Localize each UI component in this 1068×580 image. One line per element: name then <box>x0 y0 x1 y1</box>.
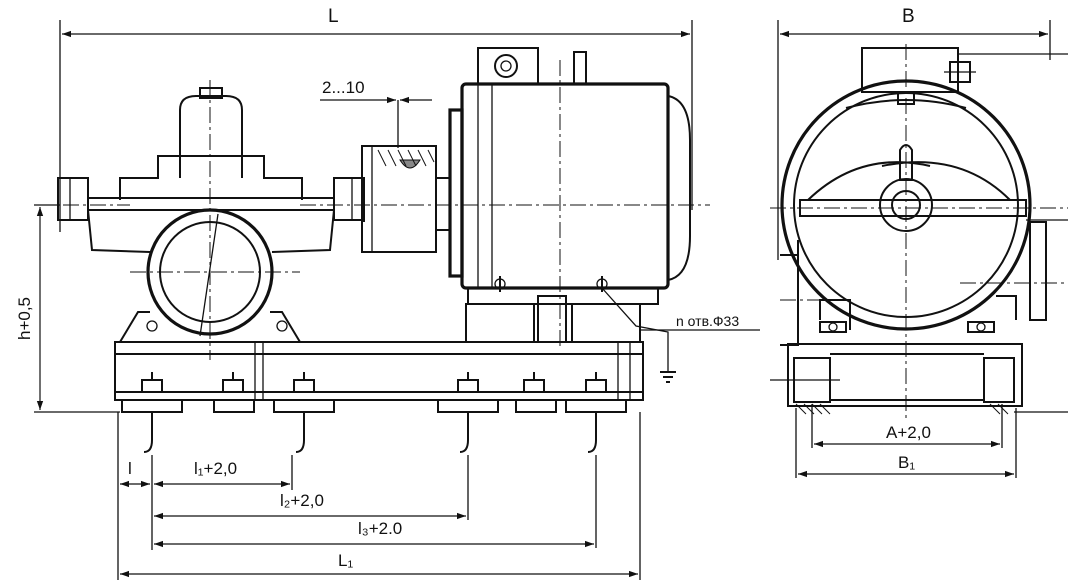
label-l: l <box>128 459 132 478</box>
label-holes: n отв.Ф33 <box>676 313 739 329</box>
side-dimensions: A+2,0 B₁ <box>795 404 1017 478</box>
label-l3: l₃+2.0 <box>358 519 402 538</box>
bolt-nuts <box>141 372 607 393</box>
label-gap: 2...10 <box>322 78 365 97</box>
label-B: B <box>902 6 915 27</box>
label-B1: B₁ <box>898 453 915 472</box>
anchor-bolts <box>141 372 607 453</box>
side-base-frame <box>770 343 1068 415</box>
coupling: 2...10 <box>320 78 437 253</box>
label-l2: l₂+2,0 <box>280 491 324 510</box>
front-view: L <box>15 6 760 580</box>
label-h: h+0,5 <box>15 297 34 340</box>
side-view: B <box>770 6 1068 478</box>
electric-motor <box>36 47 710 350</box>
label-L: L <box>328 6 339 27</box>
motor-end-view <box>770 44 1068 420</box>
grounding: n отв.Ф33 <box>601 287 760 383</box>
dimension-B: B <box>777 6 1051 260</box>
pump-casing <box>57 80 365 360</box>
dimension-L: L <box>59 6 693 232</box>
bottom-dimensions: l l₁+2,0 l₂+2,0 l₃+2.0 L₁ <box>117 412 641 580</box>
base-frame <box>114 341 644 413</box>
label-L1: L₁ <box>338 551 353 570</box>
dimension-h: h+0,5 <box>15 204 120 413</box>
label-A: A+2,0 <box>886 423 931 442</box>
label-l1: l₁+2,0 <box>194 459 237 478</box>
